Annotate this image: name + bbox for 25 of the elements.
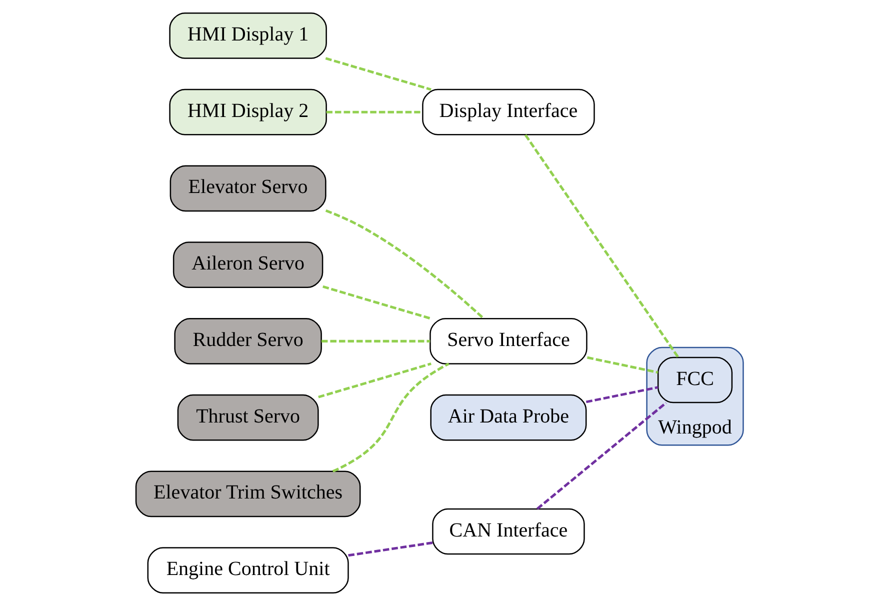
node-box: Display Interface: [422, 88, 595, 136]
node-box: HMI Display 2: [169, 88, 327, 136]
connector: [325, 209, 484, 320]
node-box: Aileron Servo: [172, 242, 324, 288]
node-box: Rudder Servo: [174, 318, 322, 364]
node-box: FCC: [657, 356, 733, 404]
connector: [586, 386, 658, 404]
connector: [332, 362, 450, 472]
connector: [587, 356, 658, 374]
node-box: Engine Control Unit: [147, 547, 349, 594]
connector: [536, 402, 667, 510]
connector: [318, 362, 432, 398]
node-box: Thrust Servo: [177, 394, 319, 441]
connector: [322, 340, 430, 342]
node-box: Elevator Servo: [170, 165, 326, 212]
node-box: HMI Display 1: [169, 12, 327, 59]
node-box: CAN Interface: [432, 508, 585, 555]
node-box: Air Data Probe: [430, 394, 587, 441]
connector: [322, 285, 432, 320]
connector: [326, 110, 422, 114]
node-box: Servo Interface: [430, 318, 588, 364]
connector: [524, 134, 680, 358]
connector: [348, 542, 433, 557]
node-box: Elevator Trim Switches: [135, 470, 361, 518]
connector: [325, 57, 432, 91]
